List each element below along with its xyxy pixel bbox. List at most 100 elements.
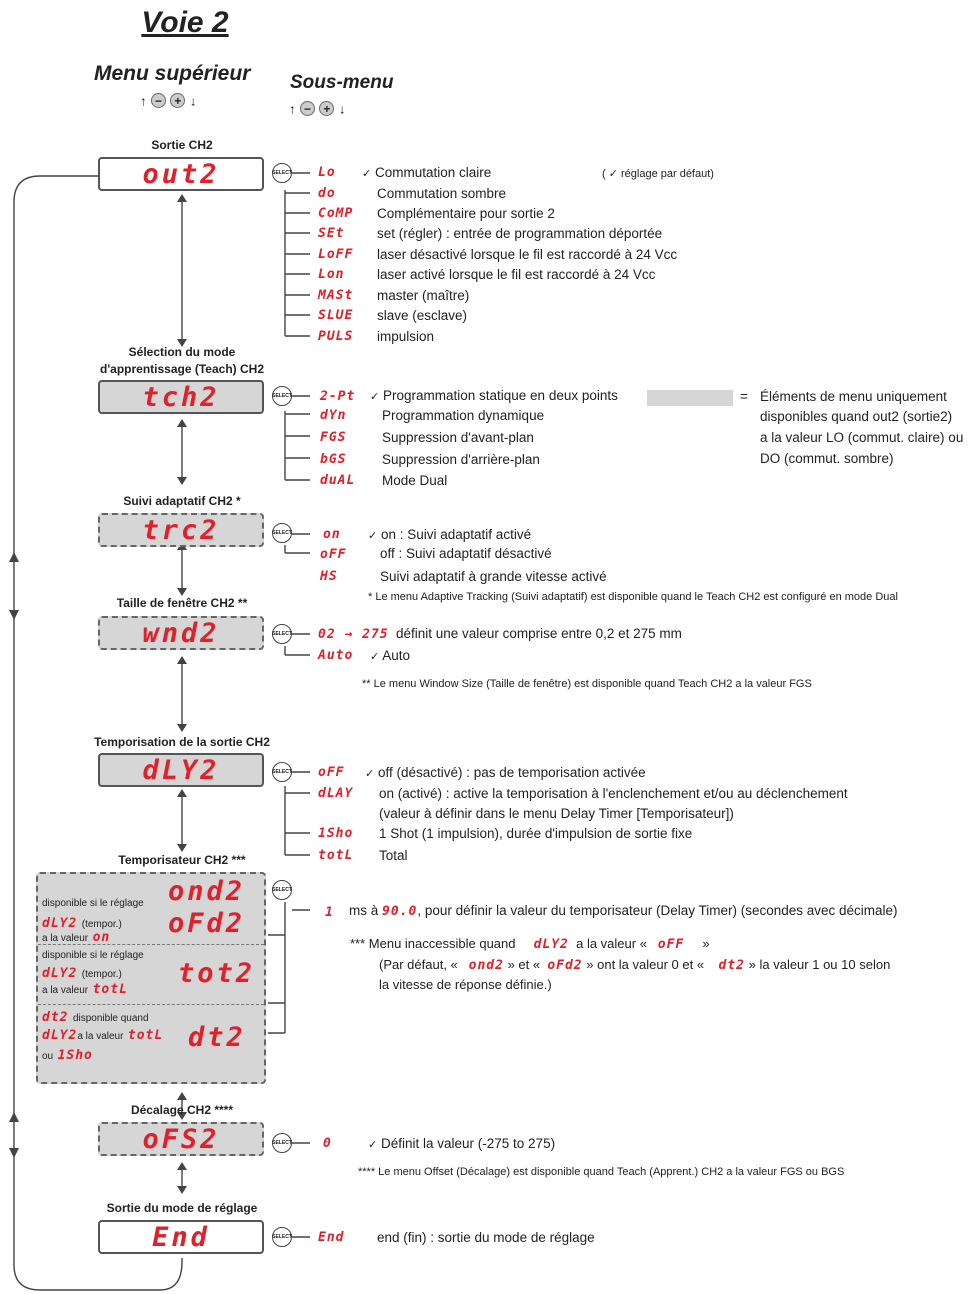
minus-button[interactable]: − [299, 101, 315, 117]
display-out2: out2 [98, 157, 264, 191]
option-code: 2-Pt [320, 389, 356, 404]
footnote: » ont la valeur 0 et « [586, 957, 705, 972]
check-icon: ✓ [370, 391, 380, 403]
option-text: Définit la valeur (-275 to 275) [380, 1136, 556, 1151]
option-text: off (désactivé) : pas de temporisation a… [377, 765, 646, 780]
sub-menu-controls: ↑ − + ↓ [289, 100, 345, 118]
minus-button[interactable]: − [150, 93, 166, 109]
select-button[interactable]: SELECT [272, 624, 292, 644]
footnote: » la valeur 1 ou 10 selon [748, 957, 891, 972]
option-text: on : Suivi adaptatif activé [380, 527, 532, 542]
group-code: dLY2 [42, 916, 78, 931]
option-code: PULS [318, 329, 354, 344]
option-code: SEt [318, 226, 345, 241]
option-code: 02 → 275 [318, 627, 389, 642]
group-text: disponible si le réglage [42, 898, 144, 909]
select-button[interactable]: SELECT [272, 762, 292, 782]
section-label-output: Sortie CH2 [151, 138, 213, 152]
range-text: , pour définir la valeur du temporisateu… [417, 903, 898, 918]
display-end: End [98, 1220, 264, 1254]
section-label-window: Taille de fenêtre CH2 ** [116, 596, 248, 610]
display-wnd2: wnd2 [98, 616, 264, 650]
option-text: off : Suivi adaptatif désactivé [380, 546, 552, 561]
footnote-code: dt2 [718, 958, 746, 973]
section-label-tracking: Suivi adaptatif CH2 * [123, 494, 241, 508]
legend-line: a la valeur LO (commut. claire) ou [760, 430, 964, 445]
section-label-exit: Sortie du mode de réglage [106, 1201, 258, 1215]
display-dt2: dt2 [188, 1022, 246, 1053]
default-note: ( ✓ réglage par défaut) [602, 168, 714, 180]
top-menu-heading: Menu supérieur [94, 62, 251, 85]
option-code: dLAY [318, 786, 354, 801]
option-text: set (régler) : entrée de programmation d… [377, 226, 663, 241]
option-code: totL [318, 848, 354, 863]
option-text: (valeur à définir dans le menu Delay Tim… [379, 806, 734, 821]
group-text: disponible quand [72, 1013, 149, 1024]
option-code: HS [320, 569, 338, 584]
option-code: oFF [318, 765, 345, 780]
select-button[interactable]: SELECT [272, 163, 292, 183]
footnote-code: ond2 [468, 958, 504, 973]
range-from: 1 [325, 905, 334, 920]
legend-line: DO (commut. sombre) [760, 451, 894, 466]
range-to: 90.0 [382, 904, 418, 919]
footnote: » [702, 936, 710, 951]
select-button[interactable]: SELECT [272, 1227, 292, 1247]
select-button[interactable]: SELECT [272, 880, 292, 900]
legend-equals: = [740, 389, 748, 404]
option-code: Lo [318, 165, 336, 180]
footnote-code: oFF [657, 937, 685, 952]
footnote-code: dLY2 [533, 937, 569, 952]
footnote: la vitesse de réponse définie.) [379, 977, 552, 992]
legend-line: Éléments de menu uniquement [760, 389, 947, 404]
down-arrow-icon: ↓ [338, 101, 346, 117]
option-text: master (maître) [377, 288, 470, 303]
option-code: LoFF [318, 247, 354, 262]
range-text: ms à [349, 903, 379, 918]
option-code: SLUE [318, 308, 354, 323]
display-tot2: tot2 [178, 958, 256, 989]
group-code: dLY2 [42, 1028, 78, 1043]
footnote: ** Le menu Window Size (Taille de fenêtr… [362, 678, 812, 690]
option-code: duAL [320, 473, 356, 488]
plus-button[interactable]: + [170, 93, 186, 109]
check-icon: ✓ [368, 530, 378, 542]
option-code: on [323, 527, 341, 542]
select-button[interactable]: SELECT [272, 386, 292, 406]
check-icon: ✓ [362, 168, 372, 180]
footnote: * Le menu Adaptive Tracking (Suivi adapt… [368, 591, 898, 603]
option-code: Auto [318, 648, 354, 663]
display-text: trc2 [142, 514, 220, 546]
display-text: End [152, 1221, 210, 1253]
option-code: Lon [318, 267, 345, 282]
plus-button[interactable]: + [319, 101, 335, 117]
group-text: a la valeur [77, 1031, 124, 1042]
option-text: Auto [382, 648, 411, 663]
display-ofs2: oFS2 [98, 1122, 264, 1156]
page-title: Voie 2 [141, 6, 229, 39]
group-text: disponible si le réglage [42, 950, 144, 961]
section-label-delay: Temporisation de la sortie CH2 [94, 735, 270, 749]
option-text: définit une valeur comprise entre 0,2 et… [396, 626, 682, 641]
timer-panel: disponible si le réglage dLY2 (tempor.) … [36, 872, 266, 1084]
footnote-code: oFd2 [547, 958, 583, 973]
select-button[interactable]: SELECT [272, 523, 292, 543]
group-code: totL [92, 982, 128, 997]
group-code: on [92, 930, 111, 945]
section-label-teach: Sélection du mode [128, 345, 236, 359]
select-button[interactable]: SELECT [272, 1133, 292, 1153]
footnote: (Par défaut, « [379, 957, 458, 972]
gray-legend-swatch [647, 390, 733, 406]
display-text: tch2 [142, 381, 220, 413]
option-text: Suivi adaptatif à grande vitesse activé [380, 569, 607, 584]
option-text: end (fin) : sortie du mode de réglage [377, 1230, 595, 1245]
group-code: dLY2 [42, 966, 78, 981]
option-text: Mode Dual [382, 473, 448, 488]
option-text: on (activé) : active la temporisation à … [379, 786, 848, 801]
check-icon: ✓ [370, 651, 380, 663]
option-code: 0 [323, 1136, 332, 1151]
check-icon: ✓ [368, 1139, 378, 1151]
footnote: **** Le menu Offset (Décalage) est dispo… [358, 1166, 845, 1178]
section-label-timer: Temporisateur CH2 *** [118, 853, 246, 867]
